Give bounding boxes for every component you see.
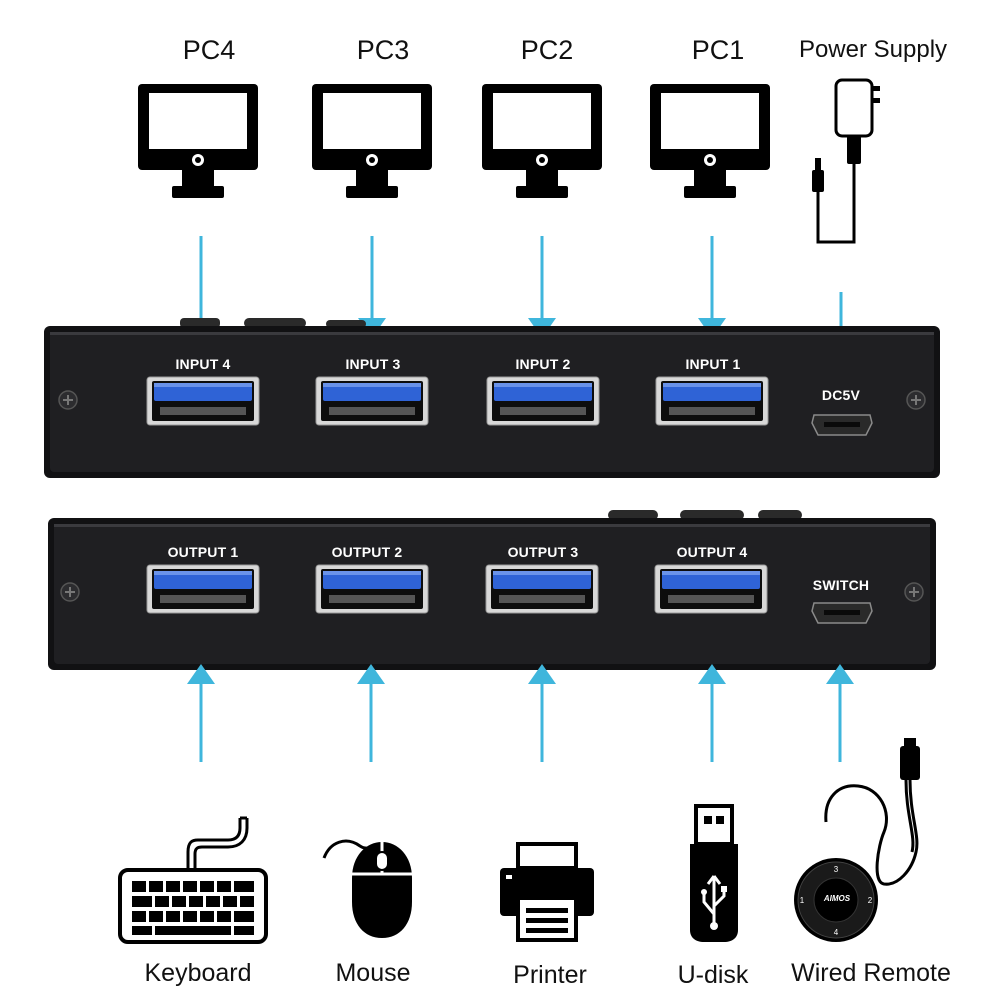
input1-label: INPUT 1	[685, 356, 741, 372]
usb-port-input4[interactable]	[146, 376, 260, 426]
mouse-label: Mouse	[335, 959, 411, 987]
usb-port-input3[interactable]	[315, 376, 429, 426]
output4-label: OUTPUT 4	[676, 544, 748, 560]
usb-port-output2[interactable]	[315, 564, 429, 614]
usb-port-output1[interactable]	[146, 564, 260, 614]
input4-label: INPUT 4	[175, 356, 231, 372]
input3-label: INPUT 3	[345, 356, 401, 372]
input2-label: INPUT 2	[515, 356, 571, 372]
usb-port-output3[interactable]	[485, 564, 599, 614]
output1-label: OUTPUT 1	[167, 544, 239, 560]
output2-label: OUTPUT 2	[331, 544, 403, 560]
remote-button-1[interactable]: 1	[799, 896, 805, 905]
usb-port-input1[interactable]	[655, 376, 769, 426]
keyboard-icon	[118, 816, 268, 944]
usb-drive-icon	[690, 804, 738, 942]
remote-button-4[interactable]: 4	[833, 928, 839, 937]
remote-button-2[interactable]: 2	[867, 896, 873, 905]
pc4-monitor-icon	[138, 84, 258, 198]
dc5v-port[interactable]	[810, 413, 874, 437]
pc1-monitor-icon	[650, 84, 770, 198]
printer-label: Printer	[513, 961, 587, 989]
dc5v-label: DC5V	[821, 387, 861, 403]
mouse-icon	[322, 839, 412, 938]
switch-port[interactable]	[810, 601, 874, 625]
power-adapter-icon	[812, 78, 880, 244]
remote-brand-text: AIMOS	[823, 894, 851, 903]
pc2-label: PC2	[520, 35, 574, 65]
pc1-label: PC1	[691, 35, 745, 65]
udisk-label: U-disk	[677, 961, 749, 989]
power-supply-label: Power Supply	[798, 36, 948, 63]
pc3-monitor-icon	[312, 84, 432, 198]
keyboard-label: Keyboard	[144, 959, 252, 987]
pc2-monitor-icon	[482, 84, 602, 198]
usb-port-input2[interactable]	[486, 376, 600, 426]
wired-remote-label: Wired Remote	[791, 959, 951, 987]
output3-label: OUTPUT 3	[507, 544, 579, 560]
pc3-label: PC3	[356, 35, 410, 65]
wired-remote-icon	[794, 738, 920, 942]
switch-label: SWITCH	[812, 577, 870, 593]
printer-icon	[500, 842, 594, 942]
remote-button-3[interactable]: 3	[833, 865, 839, 874]
pc4-label: PC4	[182, 35, 236, 65]
usb-port-output4[interactable]	[654, 564, 768, 614]
